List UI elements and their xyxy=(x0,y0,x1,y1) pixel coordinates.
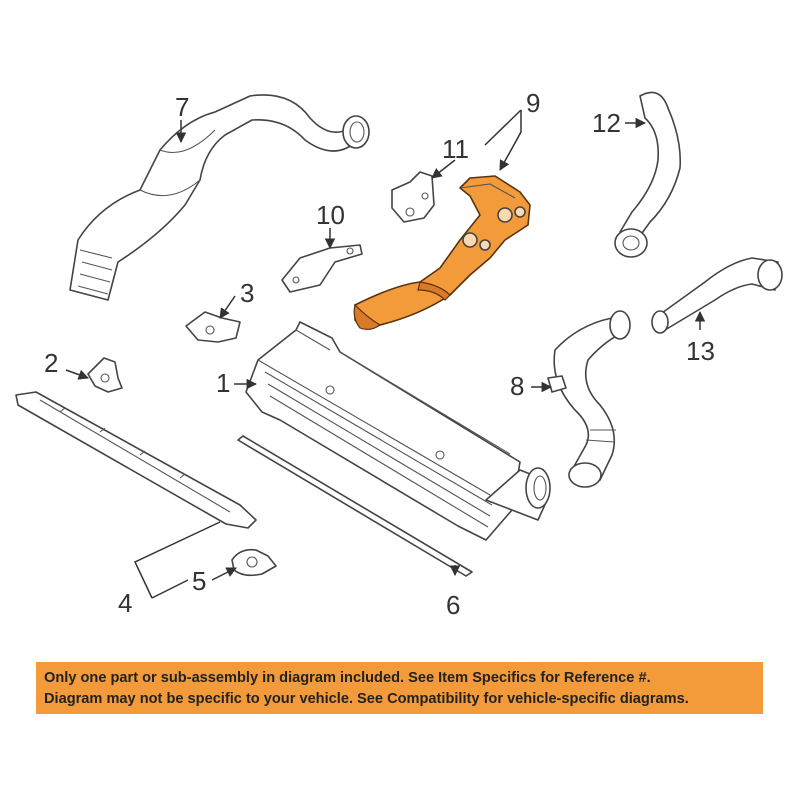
part-6-seal xyxy=(237,435,473,577)
part-13-hose xyxy=(651,257,783,334)
parts-diagram: 7 9 11 10 12 13 3 2 1 8 5 4 6 xyxy=(15,88,783,620)
callout-2: 2 xyxy=(44,348,58,378)
callout-8: 8 xyxy=(510,371,524,401)
callout-11: 11 xyxy=(442,134,469,164)
callout-12: 12 xyxy=(592,108,621,138)
part-1-intercooler xyxy=(245,321,551,541)
part-2-sensor xyxy=(87,357,123,393)
part-10-bracket xyxy=(281,244,363,293)
part-12-hose xyxy=(614,91,682,258)
callout-1: 1 xyxy=(216,368,230,398)
callout-10: 10 xyxy=(316,200,345,230)
callout-4: 4 xyxy=(118,588,132,618)
part-5-clamp xyxy=(231,548,277,577)
notice-banner: Only one part or sub-assembly in diagram… xyxy=(36,662,763,714)
notice-line-1: Only one part or sub-assembly in diagram… xyxy=(44,670,651,686)
part-8-hose xyxy=(547,310,631,488)
leader-lines xyxy=(65,109,706,599)
callout-5: 5 xyxy=(192,566,206,596)
part-4-panel xyxy=(15,391,257,529)
callout-numbers: 7 9 11 10 12 13 3 2 1 8 5 4 6 xyxy=(44,88,715,620)
part-3-clip xyxy=(185,311,241,343)
notice-line-2: Diagram may not be specific to your vehi… xyxy=(44,691,689,707)
part-9-charge-pipe-highlighted xyxy=(353,175,531,331)
part-7-intake-duct xyxy=(69,94,370,301)
callout-9: 9 xyxy=(526,88,540,118)
callout-6: 6 xyxy=(446,590,460,620)
callout-3: 3 xyxy=(240,278,254,308)
callout-7: 7 xyxy=(175,92,189,122)
callout-13: 13 xyxy=(686,336,715,366)
part-11-bracket xyxy=(391,171,435,223)
